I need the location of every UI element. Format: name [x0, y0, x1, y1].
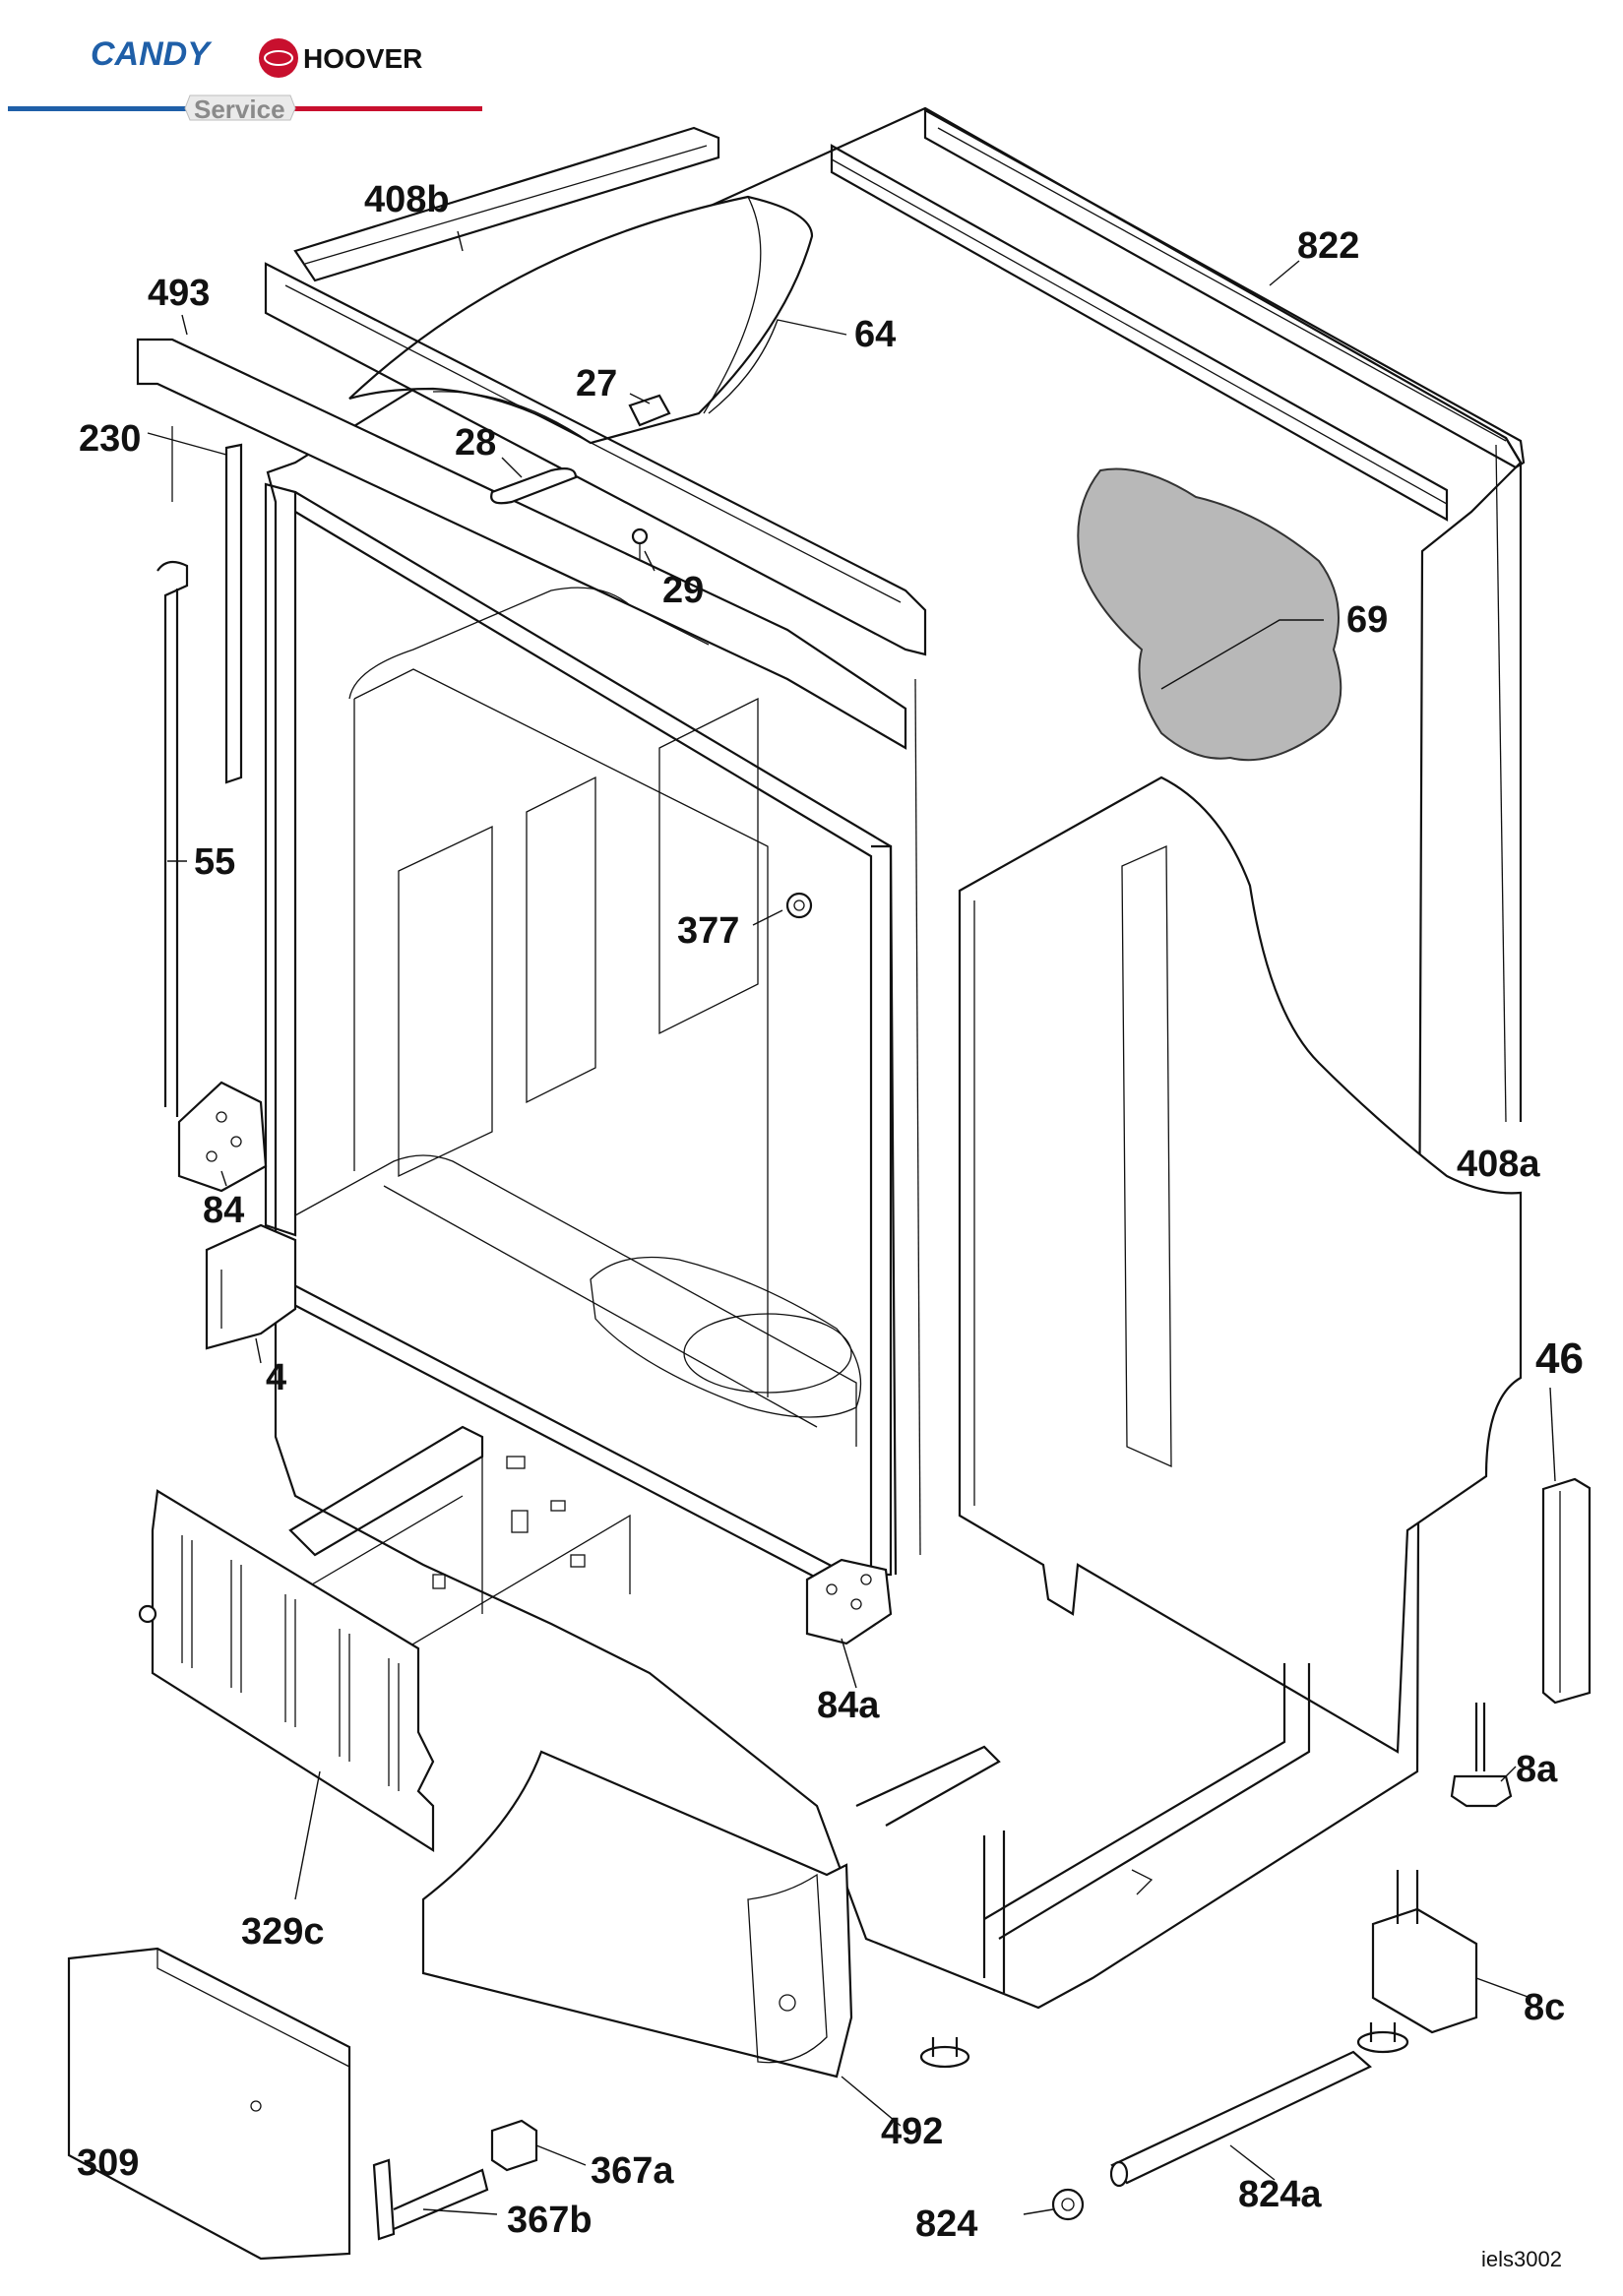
clamp-28 — [490, 467, 578, 505]
callout-377: 377 — [677, 910, 739, 952]
callout-367b: 367b — [507, 2200, 593, 2241]
bracket-4 — [205, 1223, 297, 1350]
leveling-foot-8c — [1371, 1907, 1478, 2034]
lower-panels — [67, 1489, 853, 2261]
fitting-377 — [785, 892, 813, 919]
top-rail-inner — [830, 144, 1449, 522]
callout-824a: 824a — [1238, 2174, 1322, 2215]
base-frame — [288, 1425, 1311, 1993]
top-bracket-64 — [348, 195, 814, 445]
candy-logo-text: CANDY — [91, 35, 213, 73]
front-foot — [919, 2045, 970, 2069]
callout-8c: 8c — [1524, 1987, 1565, 2028]
tub-panel-left — [398, 825, 493, 1178]
insulation-69 — [1077, 467, 1342, 762]
callout-367a: 367a — [591, 2150, 674, 2192]
leader-lines — [147, 230, 1556, 2215]
hinge-84 — [177, 1081, 268, 1193]
callout-28: 28 — [455, 422, 496, 464]
callout-4: 4 — [266, 1357, 286, 1398]
small-parts — [156, 394, 1592, 2241]
left-strip — [224, 443, 243, 784]
service-label: Service — [194, 94, 285, 124]
callout-824: 824 — [915, 2203, 977, 2245]
part-46 — [1541, 1477, 1592, 1705]
rod-824a — [1110, 2050, 1372, 2185]
callout-408b: 408b — [364, 179, 450, 220]
kickplate-329c — [151, 1489, 435, 1852]
callout-492: 492 — [881, 2111, 943, 2152]
callout-493: 493 — [148, 273, 210, 314]
callout-84a: 84a — [817, 1685, 880, 1726]
callout-29: 29 — [662, 570, 704, 611]
clip-367a — [490, 2119, 538, 2172]
red-rule — [290, 106, 482, 111]
callout-822: 822 — [1297, 225, 1359, 267]
side-panel-408a — [958, 776, 1523, 1754]
front-frame — [136, 262, 927, 1616]
screw-29 — [631, 527, 649, 545]
callout-8a: 8a — [1516, 1749, 1558, 1790]
service-tab — [184, 94, 296, 121]
callout-329c: 329c — [241, 1911, 325, 1953]
sump-opening — [683, 1313, 852, 1394]
top-rail-408b — [293, 126, 720, 282]
upper-crossbar — [264, 262, 927, 656]
callout-309: 309 — [77, 2142, 139, 2184]
left-upright — [264, 482, 297, 1237]
cabinet-silhouette — [266, 106, 1523, 2010]
tub-floor — [294, 1154, 857, 1447]
base-rail-right — [998, 1663, 1311, 1940]
tub-panel-mid — [526, 776, 596, 1104]
callout-69: 69 — [1346, 599, 1388, 641]
callout-408a: 408a — [1457, 1144, 1540, 1185]
hoover-emblem-ring-icon — [264, 50, 293, 66]
callout-55: 55 — [194, 841, 235, 883]
bracket-367b — [372, 2158, 396, 2241]
top-frame — [266, 106, 1526, 2010]
hoover-logo-text: HOOVER — [303, 43, 422, 74]
callout-labels: 408b 822 493 64 27 230 28 29 69 55 377 8… — [77, 179, 1584, 2271]
washer-824 — [1051, 2188, 1085, 2221]
callout-84: 84 — [203, 1190, 244, 1231]
plinth-492 — [421, 1750, 853, 2079]
blue-rule — [8, 106, 190, 111]
side-panel-outline — [958, 776, 1523, 1754]
front-foot-bracket — [855, 1745, 1001, 1827]
sump-recess — [590, 1256, 862, 1418]
hinge-84a — [805, 1558, 893, 1645]
callout-27: 27 — [576, 363, 617, 404]
front-crossbar-493 — [136, 338, 907, 750]
tub-panel-right — [658, 697, 759, 1035]
callout-46: 46 — [1535, 1334, 1584, 1383]
rod-55 — [156, 560, 189, 1107]
drawing-code: iels3002 — [1481, 2247, 1562, 2271]
clip-27 — [628, 394, 671, 427]
tub-back — [353, 668, 769, 1397]
hoover-emblem-icon — [259, 38, 298, 78]
brand-logo: CANDY HOOVER Service — [8, 35, 482, 124]
callout-230: 230 — [79, 418, 141, 460]
callout-64: 64 — [854, 314, 896, 355]
